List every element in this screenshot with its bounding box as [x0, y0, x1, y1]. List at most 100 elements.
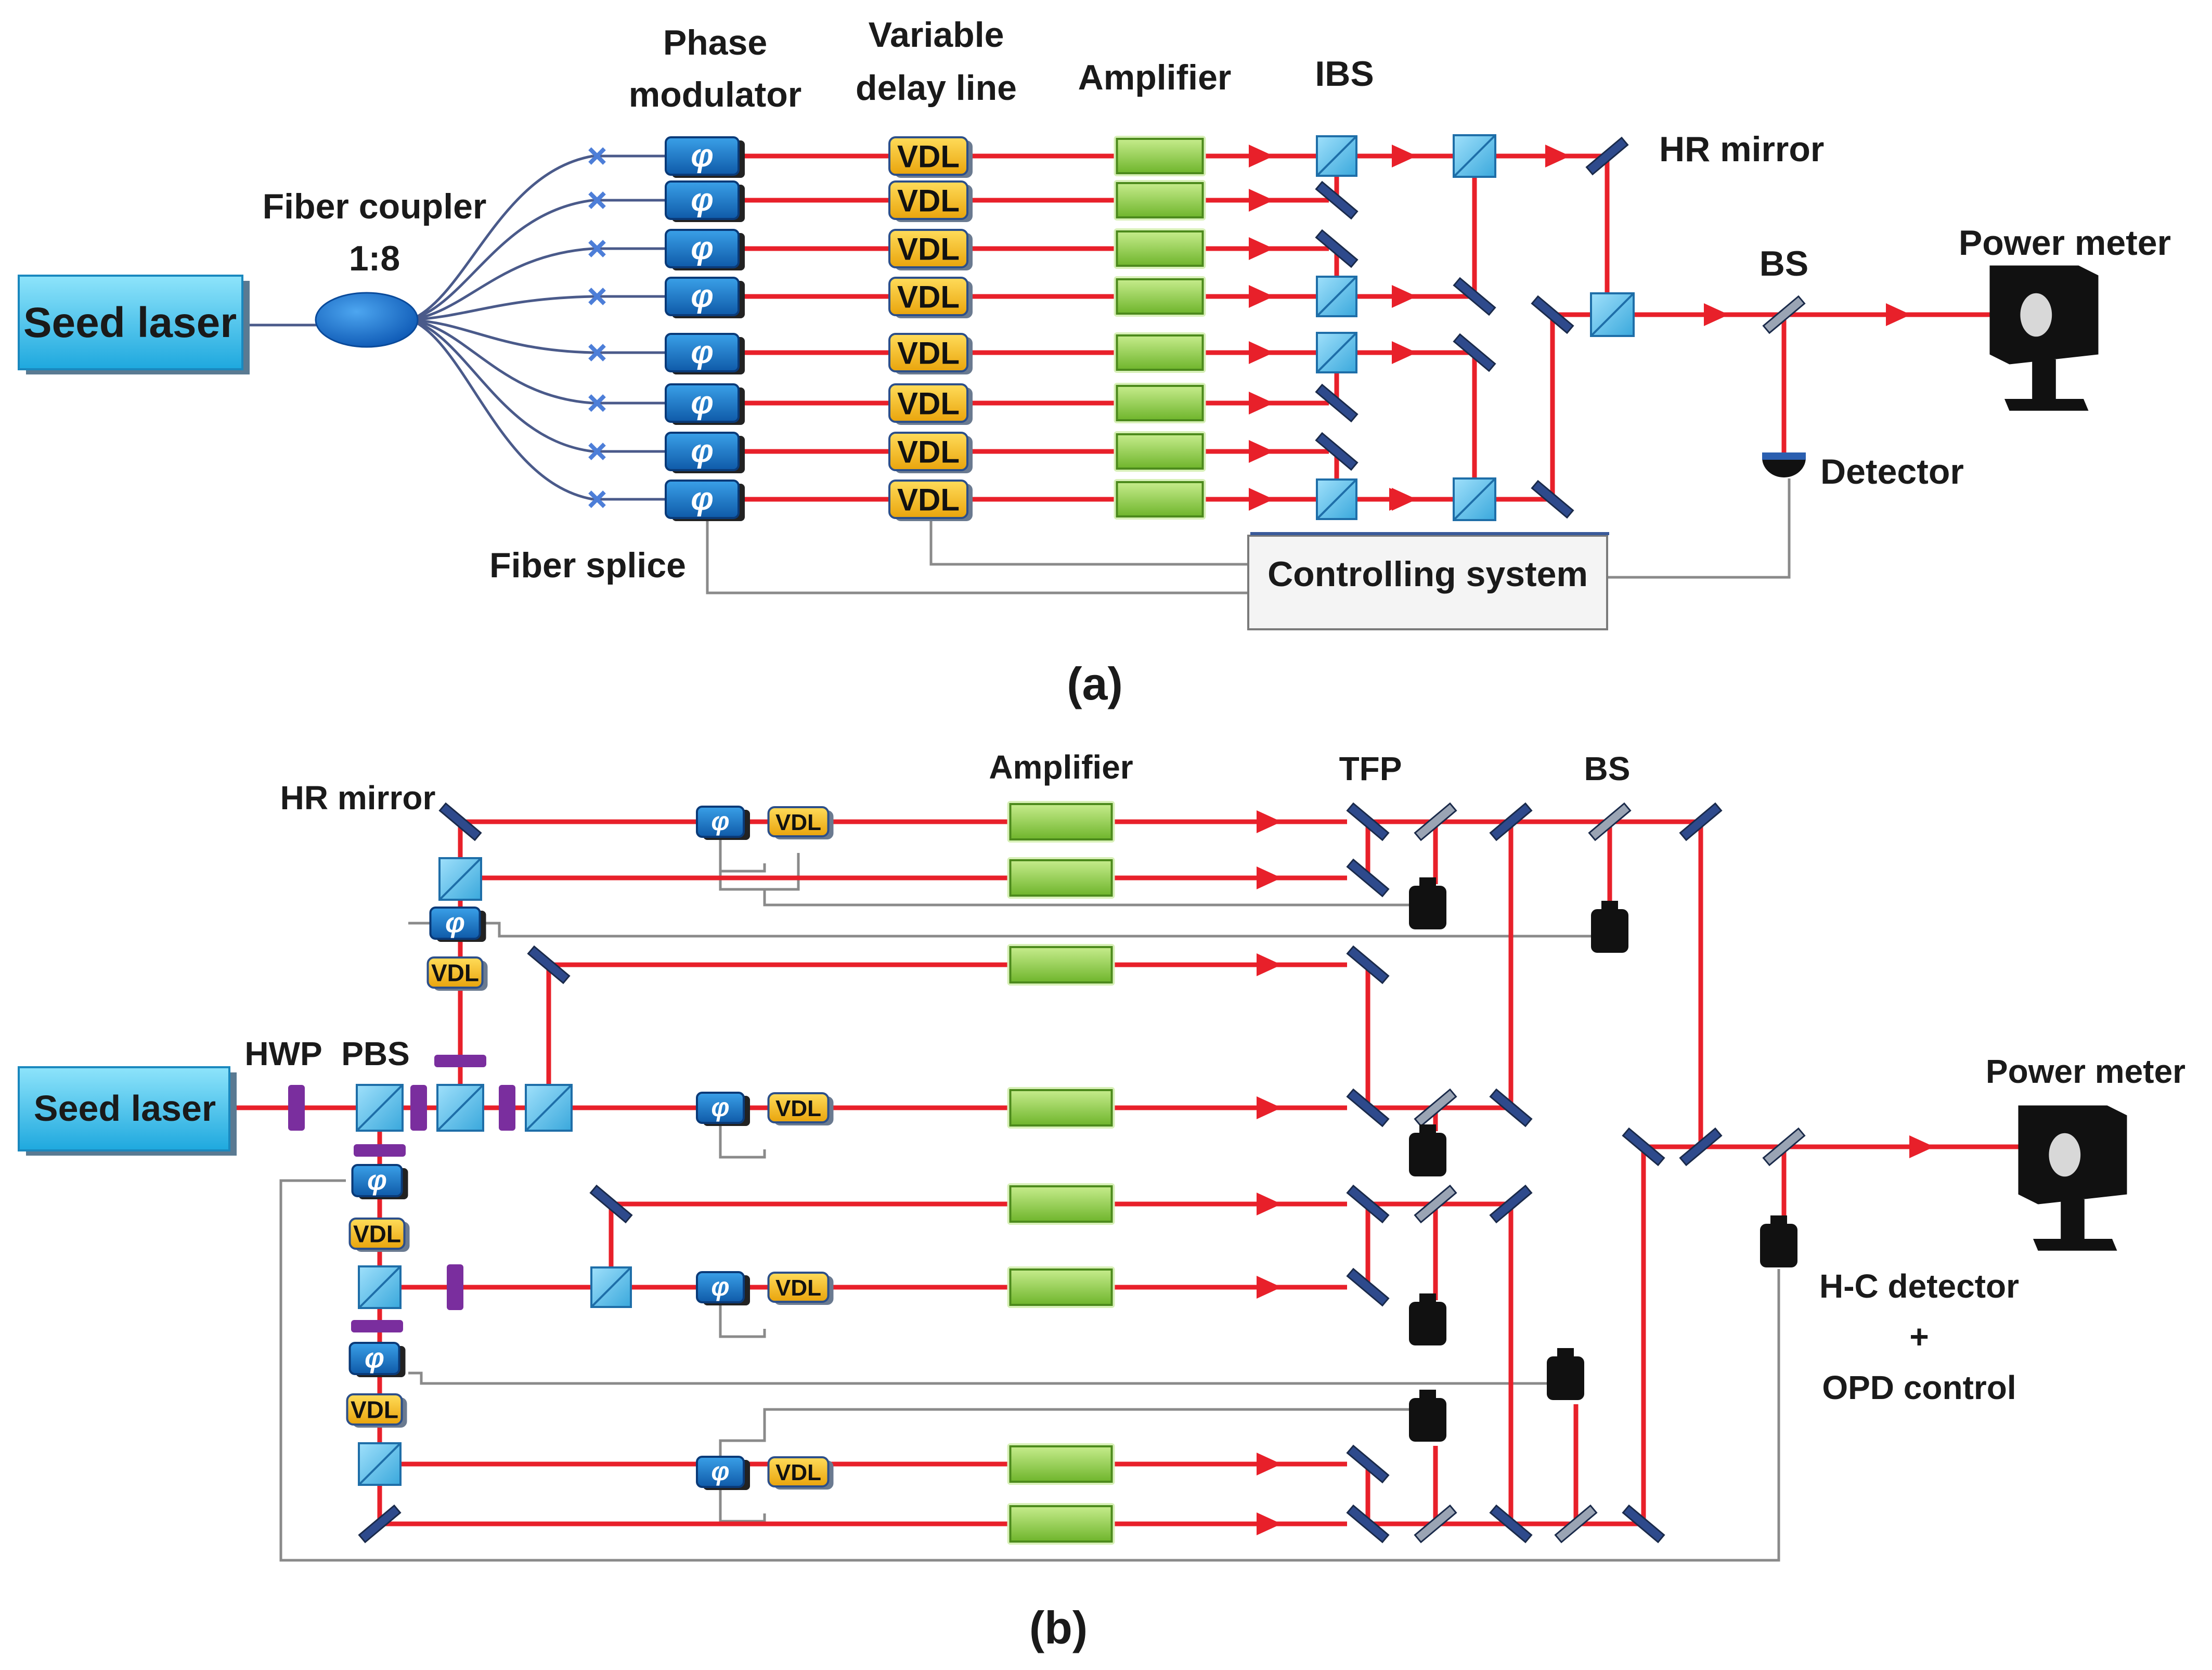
vdl-body: [888, 333, 968, 372]
beam-arrow: [1389, 488, 1414, 511]
tfp-plate: [1346, 1267, 1390, 1307]
cube-diagonal: [590, 1266, 632, 1308]
stage3-b: [1576, 1144, 1716, 1526]
vdl-text: VDL: [897, 336, 960, 371]
vdl-body: [888, 229, 968, 268]
hc-detector-label-line1: H-C detector: [1819, 1267, 2019, 1305]
splice-stroke: [588, 490, 606, 508]
vdl-body: [888, 480, 968, 519]
detector-body: [1409, 1133, 1446, 1176]
phase-modulator-a: φ: [665, 383, 745, 425]
phase-body: [665, 432, 740, 471]
hr-mirror-label-b: HR mirror: [280, 779, 436, 817]
stage3-mirror: [1531, 295, 1574, 334]
cube-diagonal: [356, 1084, 404, 1132]
vdl-text: VDL: [431, 960, 479, 987]
amplifier-body: [1009, 1505, 1113, 1543]
vdl-text: VDL: [897, 232, 960, 267]
beam-arrow: [1392, 285, 1417, 308]
phase-body: [665, 383, 740, 423]
ibs-cube-stage2: [1453, 134, 1496, 178]
beam-arrow-b: [1257, 1512, 1282, 1535]
side-beam: [380, 1204, 614, 1290]
pbs-cube: [525, 1084, 573, 1132]
vdl-body: [767, 806, 830, 837]
vdl-a: VDL: [888, 480, 973, 521]
detector-b2: [1409, 1124, 1446, 1176]
fiber-splice-mark: [588, 344, 606, 361]
phase-symbol: φ: [367, 1164, 387, 1196]
vdl-body: [888, 432, 968, 471]
detector-a: [1762, 458, 1806, 477]
detector-head: [1419, 1293, 1436, 1305]
vdl-body: [767, 1456, 830, 1487]
splice-stroke: [588, 443, 606, 460]
beam-arrow-b: [1257, 1276, 1282, 1299]
stage3-beam: [1474, 153, 1732, 317]
ibs-mirror: [1315, 180, 1359, 220]
tfp-plate: [1346, 1504, 1390, 1544]
row-wire: [719, 853, 800, 891]
phase-modulator-a: φ: [665, 432, 745, 473]
power-meter-post: [2061, 1199, 2085, 1244]
beam-arrow-b: [1257, 953, 1282, 976]
vdl-text: VDL: [897, 280, 960, 315]
ibs-mirror: [1315, 432, 1359, 471]
phase-symbol: φ: [365, 1342, 384, 1374]
phase-body: [696, 1092, 745, 1124]
amplifier-body: [1009, 946, 1113, 983]
detector-b1: [1409, 877, 1446, 929]
ibs-mirror: [1315, 383, 1359, 423]
tfp-plate: [1346, 1444, 1390, 1484]
bs-plate-a: [1762, 295, 1806, 334]
stage2-mirror-b: [1489, 1184, 1533, 1224]
power-meter-aperture: [2020, 293, 2052, 337]
phase-symbol: φ: [691, 433, 714, 469]
amplifier-b: [1007, 1443, 1115, 1485]
phase-symbol: φ: [711, 1272, 729, 1301]
phase-symbol: φ: [691, 334, 714, 370]
phase-modulator-label-line2: modulator: [629, 75, 801, 114]
vdl-body: [888, 383, 968, 423]
vdl-text: VDL: [775, 810, 821, 835]
amplifier-b: [1007, 1266, 1115, 1308]
beam-arrow-a: [1249, 145, 1274, 167]
phase-symbol: φ: [691, 481, 714, 517]
beam-arrow-a: [1249, 189, 1274, 212]
beam-arrow-b: [1257, 1096, 1282, 1119]
cube-diagonal: [1590, 292, 1635, 337]
phase-body: [348, 1342, 400, 1375]
amplifier-b: [1007, 1087, 1115, 1129]
vdl-text: VDL: [775, 1275, 821, 1301]
output-bs-b: [1762, 1127, 1806, 1167]
phase-symbol: φ: [711, 807, 729, 836]
splice-stroke: [588, 394, 606, 412]
ibs-label: IBS: [1315, 54, 1374, 94]
ibs-mirror-stage2: [1453, 333, 1496, 372]
hc-detector-label-line2: +: [1909, 1318, 1929, 1355]
pbs-label: PBS: [341, 1035, 410, 1072]
row-wire: [719, 1303, 766, 1338]
power-meter-aperture: [2049, 1133, 2081, 1177]
vdl-text: VDL: [353, 1221, 401, 1248]
cube-diagonal: [1316, 276, 1357, 317]
cube-diagonal: [1316, 478, 1357, 520]
amplifier-body: [1116, 334, 1204, 371]
amplifier-body: [1116, 481, 1204, 517]
phase-symbol: φ: [691, 385, 714, 421]
stage3-tfp-b: [1679, 1127, 1723, 1167]
vdl-a: VDL: [888, 180, 973, 222]
detector-label: Detector: [1820, 452, 1964, 491]
phase-symbol: φ: [691, 182, 714, 218]
detector-head: [1770, 1215, 1787, 1227]
pbs-cube: [436, 1084, 484, 1132]
laser-beams: [229, 145, 2039, 1535]
hwp: [351, 1320, 403, 1332]
phase-body: [696, 1271, 745, 1303]
tfp-plate: [1346, 945, 1390, 985]
fiber-splice-mark: [588, 394, 606, 412]
fiber-strand: [410, 154, 593, 321]
sampler-bs: [1414, 802, 1457, 842]
row-wire: [719, 1487, 766, 1523]
vdl-text: VDL: [897, 139, 960, 174]
